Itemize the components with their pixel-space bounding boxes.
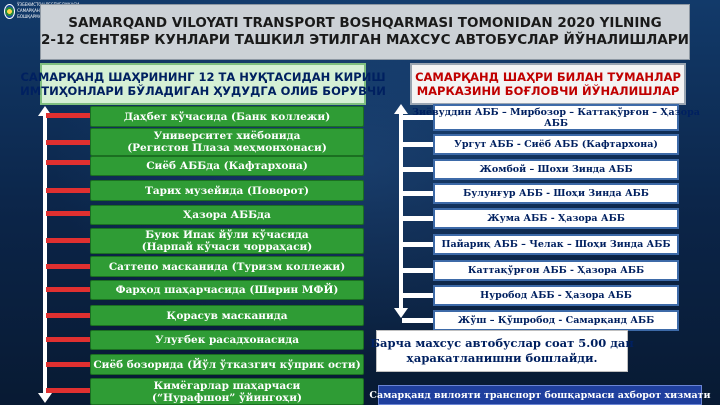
stop-label: Сиёб АББда (Кафтархона) xyxy=(146,160,308,172)
stop-item: Сиёб бозорида (Йўл ўтказгич кўприк ости) xyxy=(90,354,364,375)
route-label: Ургут АББ - Сиёб АББ (Кафтархона) xyxy=(454,139,658,150)
logo-line-3: БОШҚАРМАСИ xyxy=(17,14,48,19)
route-connector xyxy=(402,318,433,323)
route-connector xyxy=(402,142,433,147)
route-label: Жўш – Қўшробод - Самарқанд АББ xyxy=(457,315,655,326)
stop-item: Кимёгарлар шаҳарчаси (“Нурафшон” ўйингоҳ… xyxy=(90,378,364,405)
title-line-1: SAMARQAND VILOYATI TRANSPORT BOSHQARMASI… xyxy=(68,15,662,31)
stop-label: Университет хиёбонида xyxy=(153,130,301,142)
route-connector xyxy=(402,115,433,120)
route-label: Булунғур АББ - Шоҳи Зинда АББ xyxy=(463,188,649,199)
stop-item: Фарҳод шаҳарчасида (Ширин МФЙ) xyxy=(90,280,364,300)
right-route-line xyxy=(399,113,403,309)
stop-label: Фарҳод шаҳарчасида (Ширин МФЙ) xyxy=(115,284,339,296)
stop-label: Кимёгарлар шаҳарчаси xyxy=(153,379,301,392)
route-item: Жомбой – Шохи Зинда АББ xyxy=(433,159,679,180)
route-item: Пайариқ АББ – Челак – Шоҳи Зинда АББ xyxy=(433,234,679,255)
route-connector xyxy=(402,167,433,172)
stop-connector xyxy=(46,264,90,269)
route-item: Жўш – Қўшробод - Самарқанд АББ xyxy=(433,310,679,331)
arrow-down-icon xyxy=(394,308,408,318)
stop-item: Даҳбет кўчасида (Банк коллежи) xyxy=(90,106,364,127)
notice-line-2: ҳаракатланишни бошлайди. xyxy=(406,351,598,365)
stop-label: Қорасув масканида xyxy=(166,309,288,322)
arrow-down-icon xyxy=(38,393,52,403)
route-connector xyxy=(402,242,433,247)
stop-connector xyxy=(46,188,90,193)
stop-connector xyxy=(46,388,90,393)
title-line-2: 2-12 СЕНТЯБР КУНЛАРИ ТАШКИЛ ЭТИЛГАН МАХС… xyxy=(41,32,689,48)
footer-banner: Самарқанд вилояти транспорт бошқармаси а… xyxy=(369,385,711,405)
right-header-line-2: МАРКАЗИНИ БОҒЛОВЧИ ЙЎНАЛИШЛАР xyxy=(416,84,680,98)
route-item: Ургут АББ - Сиёб АББ (Кафтархона) xyxy=(433,134,679,155)
stop-sublabel: (“Нурафшон” ўйингоҳи) xyxy=(152,391,302,404)
route-connector xyxy=(402,191,433,196)
start-time-notice: Барча махсус автобуслар соат 5.00 дан ҳа… xyxy=(370,330,634,372)
stop-connector xyxy=(46,211,90,216)
right-header-line-1: САМАРҚАНД ШАҲРИ БИЛАН ТУМАНЛАР xyxy=(415,70,681,84)
route-item: Жума АББ - Ҳазора АББ xyxy=(433,208,679,229)
stop-item: Тарих музейида (Поворот) xyxy=(90,180,364,201)
stop-item: Қорасув масканида xyxy=(90,305,364,326)
route-label: Жомбой – Шохи Зинда АББ xyxy=(479,164,633,175)
route-item: Булунғур АББ - Шоҳи Зинда АББ xyxy=(433,183,679,204)
notice-line-1: Барча махсус автобуслар соат 5.00 дан xyxy=(370,336,634,350)
left-header-line-1: САМАРҚАНД ШАҲРИНИНГ 12 ТА НУҚТАСИДАН КИР… xyxy=(20,70,386,84)
stop-sublabel: (Нарпай кўчаси чорраҳаси) xyxy=(141,241,313,253)
arrow-up-icon xyxy=(394,104,408,114)
stop-connector xyxy=(46,287,90,292)
emblem-icon xyxy=(4,3,16,19)
stop-label: Сиёб бозорида (Йўл ўтказгич кўприк ости) xyxy=(93,358,361,371)
route-label: Пайариқ АББ – Челак – Шоҳи Зинда АББ xyxy=(441,239,671,250)
route-label: Нуробод АББ - Ҳазора АББ xyxy=(480,290,632,301)
stop-item: Саттепо масканида (Туризм коллежи) xyxy=(90,256,364,277)
stop-label: Даҳбет кўчасида (Банк коллежи) xyxy=(123,110,331,123)
route-label: Зиёвуддин АББ – Мирбозор – Каттақўрғон –… xyxy=(412,106,700,118)
route-connector xyxy=(402,268,433,273)
footer-text: Самарқанд вилояти транспорт бошқармаси а… xyxy=(369,389,711,401)
stop-item: Улуғбек расадхонасида xyxy=(90,330,364,350)
stop-connector xyxy=(46,140,90,145)
left-route-line xyxy=(43,115,47,395)
route-label: Жума АББ - Ҳазора АББ xyxy=(487,213,625,224)
right-section-header: САМАРҚАНД ШАҲРИ БИЛАН ТУМАНЛАР МАРКАЗИНИ… xyxy=(410,63,686,105)
stop-item: Сиёб АББда (Кафтархона) xyxy=(90,156,364,176)
left-section-header: САМАРҚАНД ШАҲРИНИНГ 12 ТА НУҚТАСИДАН КИР… xyxy=(20,63,386,105)
stop-item: Университет хиёбонида (Регистон Плаза ме… xyxy=(90,128,364,156)
route-sublabel: АББ xyxy=(544,117,568,129)
arrow-up-icon xyxy=(38,106,52,116)
route-connector xyxy=(402,293,433,298)
stop-label: Ҳазора АББда xyxy=(183,209,271,221)
page-title: SAMARQAND VILOYATI TRANSPORT BOSHQARMASI… xyxy=(40,4,690,60)
route-connector xyxy=(402,216,433,221)
route-item: Зиёвуддин АББ – Мирбозор – Каттақўрғон –… xyxy=(412,104,700,131)
stop-connector xyxy=(46,313,90,318)
route-label: Каттақўрғон АББ - Ҳазора АББ xyxy=(467,265,645,276)
stop-sublabel: (Регистон Плаза меҳмонхонаси) xyxy=(127,142,327,154)
stop-connector xyxy=(46,238,90,243)
route-item: Каттақўрғон АББ - Ҳазора АББ xyxy=(433,260,679,281)
stop-item: Ҳазора АББда xyxy=(90,205,364,225)
stop-label: Буюк Ипак йўли кўчасида xyxy=(145,229,309,241)
stop-connector xyxy=(46,362,90,367)
route-item: Нуробод АББ - Ҳазора АББ xyxy=(433,285,679,306)
stop-connector xyxy=(46,160,90,165)
stop-item: Буюк Ипак йўли кўчасида (Нарпай кўчаси ч… xyxy=(90,228,364,254)
stop-label: Тарих музейида (Поворот) xyxy=(145,184,309,197)
stop-label: Улуғбек расадхонасида xyxy=(154,334,300,346)
stop-connector xyxy=(46,337,90,342)
stop-label: Саттепо масканида (Туризм коллежи) xyxy=(108,260,346,273)
stop-connector xyxy=(46,113,90,118)
left-header-line-2: ИМТИҲОНЛАРИ БЎЛАДИГАН ҲУДУДГА ОЛИБ БОРУВ… xyxy=(20,84,386,98)
